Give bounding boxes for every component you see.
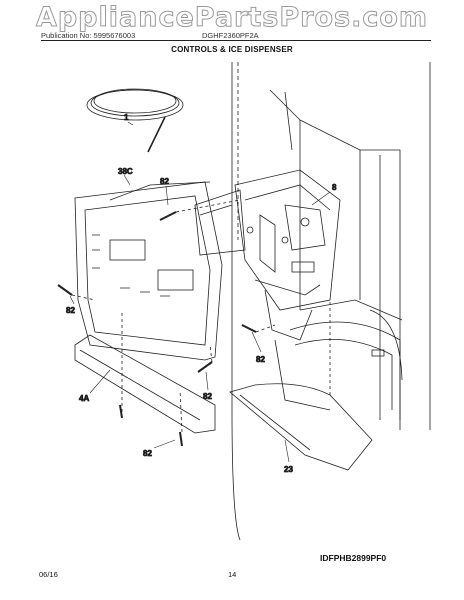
callout-38c: 38C bbox=[118, 167, 133, 176]
page-number: 14 bbox=[228, 570, 237, 579]
callout-8: 8 bbox=[332, 183, 337, 192]
trim-piece bbox=[74, 334, 216, 434]
section-title: CONTROLS & ICE DISPENSER bbox=[171, 45, 293, 54]
figure-id: IDFPHB2899PF0 bbox=[320, 553, 387, 563]
watermark-text: AppliancePartsPros.com bbox=[35, 2, 429, 34]
callout-82-bottom: 82 bbox=[143, 449, 152, 458]
leader-lines bbox=[69, 121, 331, 463]
tubing-coil bbox=[86, 88, 184, 153]
callout-1: 1 bbox=[124, 113, 129, 122]
model-number: DGHF2360PF2A bbox=[202, 31, 259, 40]
callout-4a: 4A bbox=[79, 394, 89, 403]
drip-tray bbox=[229, 383, 373, 471]
header-rule bbox=[41, 40, 431, 41]
publication-number: Publication No: 5995676003 bbox=[41, 31, 136, 40]
assembly-lines bbox=[71, 199, 331, 433]
callout-82-low-right: 82 bbox=[203, 392, 212, 401]
door-frame bbox=[231, 62, 431, 541]
footer-date: 06/16 bbox=[39, 570, 58, 579]
control-panel bbox=[74, 181, 223, 361]
callout-82-top: 82 bbox=[160, 177, 169, 186]
callout-82-left: 82 bbox=[66, 306, 75, 315]
callout-23: 23 bbox=[284, 465, 293, 474]
ice-dispenser-assembly bbox=[194, 169, 341, 341]
callout-82-mid-right: 82 bbox=[256, 355, 265, 364]
screws bbox=[57, 211, 257, 447]
